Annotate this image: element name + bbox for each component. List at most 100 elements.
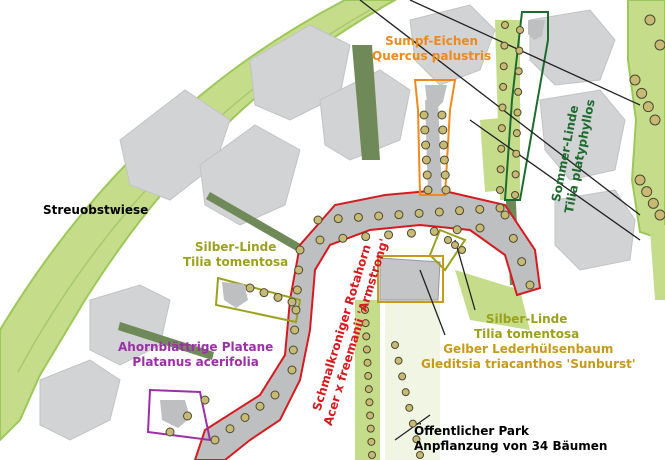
tree-icon	[363, 358, 372, 367]
tree-icon	[513, 108, 522, 117]
tree-icon	[495, 203, 505, 213]
tree-icon	[419, 110, 429, 120]
tree-icon	[412, 435, 421, 444]
silber-linde-left-node	[222, 282, 248, 308]
tree-icon	[368, 451, 376, 459]
tree-icon	[338, 233, 348, 243]
silber-linde-right-latin: Tilia tomentosa	[474, 327, 580, 341]
tree-layer	[165, 14, 665, 459]
tree-icon	[514, 67, 523, 76]
tree-icon	[421, 140, 431, 150]
tree-icon	[654, 209, 665, 221]
tree-icon	[649, 114, 661, 126]
tree-icon	[366, 424, 375, 433]
tree-icon	[429, 226, 439, 236]
platane-common: Ahornblättrige Platane	[118, 340, 274, 354]
tree-icon	[629, 74, 641, 86]
tree-icon	[183, 411, 192, 421]
tree-icon	[498, 103, 507, 112]
tree-icon	[511, 170, 520, 179]
tree-icon	[444, 236, 452, 244]
oak-pond	[425, 85, 447, 108]
tree-icon	[439, 140, 449, 150]
tree-icon	[497, 124, 506, 133]
tree-icon	[165, 427, 175, 437]
gleditsia-latin: Gleditsia triacanthos 'Sunburst'	[421, 357, 636, 371]
tree-icon	[364, 385, 373, 394]
tree-icon	[647, 197, 659, 209]
tree-icon	[367, 437, 376, 446]
sumpf-eichen-latin: Quercus palustris	[372, 49, 492, 63]
tree-icon	[452, 225, 462, 235]
tree-icon	[294, 265, 304, 275]
tree-icon	[394, 210, 404, 220]
tree-icon	[515, 46, 524, 55]
silber-linde-right-common: Silber-Linde	[485, 312, 568, 326]
tree-icon	[288, 345, 298, 355]
platane-latin: Platanus acerifolia	[132, 355, 259, 369]
platane-node	[160, 400, 190, 428]
silber-linde-right-outline	[428, 228, 467, 272]
sommer-linde-node	[528, 20, 545, 40]
tree-icon	[508, 233, 518, 243]
tree-icon	[313, 215, 323, 225]
tree-icon	[361, 232, 371, 242]
tree-icon	[525, 280, 535, 290]
tree-icon	[500, 210, 510, 220]
tree-icon	[245, 283, 255, 293]
gleditsia-common: Gelber Lederhülsenbaum	[443, 342, 614, 356]
tree-icon	[516, 26, 524, 34]
tree-icon	[401, 388, 410, 397]
tree-icon	[499, 82, 508, 91]
tree-icon	[654, 39, 665, 51]
tree-icon	[398, 372, 407, 381]
bottom-right-green	[650, 225, 665, 300]
label-sumpf-eichen: Sumpf-Eichen Quercus palustris	[372, 34, 491, 64]
label-silber-linde-right: Silber-Linde Tilia tomentosa	[474, 312, 579, 342]
label-gleditsia: Gelber Lederhülsenbaum Gleditsia triacan…	[421, 342, 636, 372]
label-park: Öffentlicher Park Anpflanzung von 34 Bäu…	[414, 424, 607, 454]
tree-icon	[499, 62, 508, 71]
tree-icon	[292, 285, 302, 295]
tree-icon	[362, 332, 371, 341]
tree-icon	[290, 325, 300, 335]
tree-icon	[634, 174, 646, 186]
tree-icon	[295, 245, 305, 255]
tree-icon	[366, 411, 375, 420]
tree-icon	[361, 306, 369, 314]
tree-icon	[421, 155, 431, 165]
tree-icon	[374, 211, 384, 221]
tree-icon	[225, 424, 235, 434]
sumpf-eichen-common: Sumpf-Eichen	[385, 34, 479, 48]
label-streuobstwiese: Streuobstwiese	[43, 203, 149, 217]
tree-icon	[441, 185, 451, 195]
plaza-hatched	[379, 257, 441, 301]
park-line1: Öffentlicher Park	[414, 424, 529, 438]
tree-icon	[438, 125, 448, 135]
tree-icon	[416, 451, 424, 459]
tree-icon	[458, 246, 466, 254]
tree-icon	[362, 345, 371, 354]
tree-icon	[512, 149, 521, 158]
tree-icon	[240, 413, 250, 422]
tree-icon	[451, 241, 459, 249]
tree-icon	[361, 319, 370, 328]
tree-icon	[437, 110, 447, 120]
tree-icon	[642, 101, 654, 113]
tree-icon	[270, 390, 280, 400]
silber-linde-left-latin: Tilia tomentosa	[183, 255, 289, 269]
oak-outline	[413, 79, 457, 196]
tree-icon	[439, 155, 449, 165]
label-platane: Ahornblättrige Platane Platanus acerifol…	[118, 340, 273, 370]
tree-icon	[496, 165, 505, 174]
tree-icon	[514, 87, 523, 96]
tree-icon	[315, 235, 325, 245]
tree-icon	[287, 297, 297, 307]
tree-icon	[475, 204, 485, 214]
tree-icon	[641, 186, 653, 198]
tree-icon	[273, 292, 283, 302]
tree-icon	[200, 395, 210, 405]
tree-icon	[333, 214, 343, 224]
tree-icon	[259, 288, 269, 298]
